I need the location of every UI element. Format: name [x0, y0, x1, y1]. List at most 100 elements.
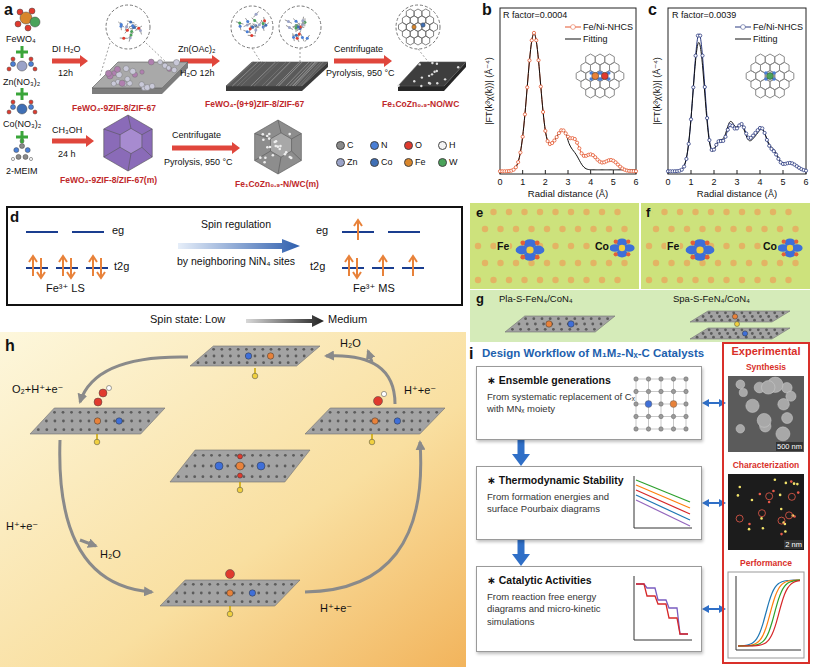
legend-item: Fe/Ni-NHCS: [735, 22, 803, 32]
reagent-label: 2-MEIM: [6, 166, 38, 176]
carbon-atom: [267, 475, 270, 478]
framework-node: [137, 27, 140, 30]
metal-atom: [249, 590, 255, 596]
dodecahedron-edge: [128, 154, 131, 171]
carbon-atom: [241, 592, 244, 595]
legend-item: Co: [370, 157, 393, 167]
carbon-atom: [403, 411, 406, 414]
framework-node: [298, 32, 301, 35]
carbon-atom: [577, 328, 580, 331]
carbon-atom: [757, 328, 760, 331]
carbon-atom: [122, 428, 125, 431]
polarization-curve: [738, 581, 800, 646]
density-spot: [653, 260, 659, 266]
cycle-arrow: [368, 351, 372, 362]
carbon-atom: [710, 332, 713, 335]
carbon-atom: [243, 454, 246, 457]
lattice-atom: [671, 389, 675, 393]
zif-crystal: [158, 60, 163, 65]
density-spot: [490, 209, 496, 215]
density-spot: [614, 209, 620, 215]
carbon-atom: [290, 583, 293, 586]
zif-crystal: [114, 66, 120, 72]
density-spot: [475, 243, 481, 249]
density-spot: [621, 226, 627, 232]
carbon-atom: [419, 420, 422, 423]
molecule-atom: [29, 157, 32, 160]
spin-arrowhead: [67, 272, 75, 278]
reaction-label: H₂O: [340, 337, 361, 350]
single-atom: [790, 480, 793, 483]
fiber-slab: [226, 62, 328, 86]
metal-atom: [568, 321, 574, 327]
exafs-chart: [666, 8, 807, 174]
carbon-atom: [251, 454, 254, 457]
carbon-atom: [175, 600, 178, 603]
spin-arrow: [32, 256, 34, 276]
legend-sample: [565, 35, 581, 43]
connector-arrow: [518, 440, 525, 454]
carbon-atom: [259, 454, 262, 457]
density-spot: [614, 277, 620, 283]
experiment-image: Synthesis500 nm: [726, 362, 806, 454]
framework-linker: [253, 11, 258, 17]
carbon-atom: [708, 328, 711, 331]
metal-atom: [238, 454, 243, 459]
atom-marker: [778, 517, 785, 524]
density-spot: [723, 243, 729, 249]
spin-arrow: [100, 258, 102, 278]
spin-arrowhead: [353, 272, 361, 278]
carbon-atom: [702, 332, 705, 335]
axis-line: [634, 576, 635, 640]
density-spot: [599, 277, 605, 283]
molecule-atom: [23, 154, 28, 159]
carbon-sheet: [505, 316, 615, 332]
single-atom: [762, 527, 765, 530]
experimental-panel: ExperimentalSynthesis500 nmCharacterizat…: [722, 342, 810, 664]
lattice-atom: [645, 401, 652, 408]
carbon-atom: [337, 428, 340, 431]
density-spot: [497, 226, 503, 232]
dodecahedron-edge: [278, 157, 281, 174]
molecule-atom: [17, 61, 27, 71]
framework-node: [246, 20, 249, 23]
legend-item: Fitting: [565, 34, 608, 44]
carbon-atom: [536, 328, 539, 331]
wc-particle: [444, 78, 446, 80]
charge-lobe: [520, 240, 525, 245]
lattice-atom: [659, 402, 663, 406]
density-spot: [583, 243, 589, 249]
lattice-atom: [671, 377, 675, 381]
wc-particle: [420, 85, 422, 87]
zif-crystal: [105, 70, 111, 76]
metal-atom: [421, 23, 425, 27]
density-spot: [653, 226, 659, 232]
carbon-atom: [765, 328, 768, 331]
fiber-slab-side: [226, 86, 302, 91]
zoom-circle: [396, 5, 440, 49]
carbon-atom: [708, 311, 711, 314]
carbon-atom: [185, 465, 188, 468]
spin-state-arrow: [246, 315, 324, 327]
molecule-atom: [25, 148, 30, 153]
lattice-atom: [659, 427, 663, 431]
carbon-atom: [218, 475, 221, 478]
wc-particle: [421, 76, 423, 78]
node-heading: ∗ Thermodynamic Stability: [487, 474, 637, 487]
density-spot: [506, 277, 512, 283]
carbon-atom: [183, 600, 186, 603]
sulfur-atom: [735, 322, 740, 327]
catalyst-sheet: [505, 316, 615, 332]
tick-mark: [760, 170, 761, 174]
carbon-atom: [737, 336, 740, 339]
carbon-atom: [233, 583, 236, 586]
dodecahedron: [104, 115, 152, 171]
single-atom: [748, 523, 751, 526]
dodecahedron-edge: [128, 115, 131, 128]
carbon-sheet: [190, 346, 320, 366]
reagent-label: Zn(NO₃)₂: [3, 77, 40, 87]
carbon-atom: [62, 411, 65, 414]
atom-label: Fe: [666, 240, 680, 252]
carbon-atom: [210, 475, 213, 478]
density-spot: [785, 277, 791, 283]
